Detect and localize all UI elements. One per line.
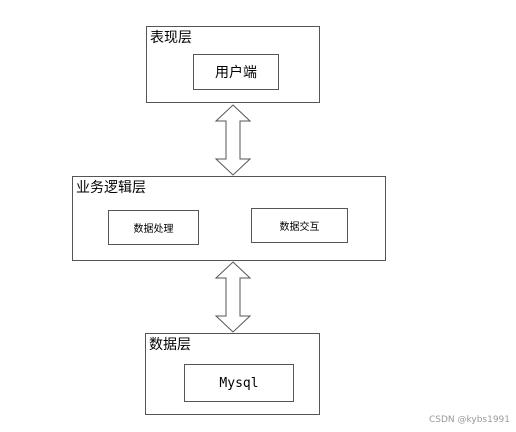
presentation-layer-title: 表现层: [150, 30, 192, 46]
double-arrow-bottom: [214, 261, 252, 333]
mysql-box: Mysql: [184, 364, 294, 402]
watermark: CSDN @kybs1991: [428, 415, 510, 425]
data-exchange-box: 数据交互: [251, 208, 348, 243]
data-layer-title: 数据层: [149, 337, 191, 353]
business-logic-layer: 业务逻辑层 数据处理 数据交互: [72, 176, 386, 261]
business-logic-layer-title: 业务逻辑层: [76, 180, 146, 196]
double-arrow-top: [214, 104, 252, 176]
client-box: 用户端: [193, 54, 279, 90]
data-processing-box: 数据处理: [108, 210, 199, 245]
presentation-layer: 表现层 用户端: [146, 26, 320, 103]
data-layer: 数据层 Mysql: [145, 333, 320, 415]
